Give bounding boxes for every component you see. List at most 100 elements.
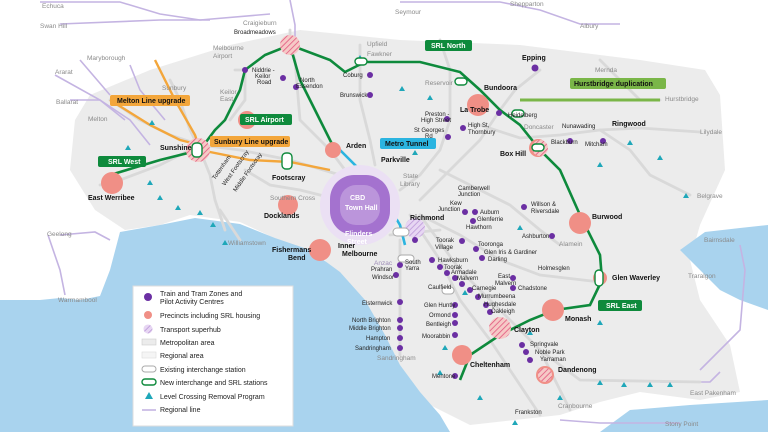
svg-text:Thornbury: Thornbury xyxy=(468,130,495,136)
svg-text:Seymour: Seymour xyxy=(395,9,422,16)
svg-text:Regional area: Regional area xyxy=(160,353,204,360)
svg-text:Preston -: Preston - xyxy=(425,112,449,118)
svg-text:Bundoora: Bundoora xyxy=(484,85,517,92)
svg-text:High Street: High Street xyxy=(421,118,451,124)
svg-text:Keilor: Keilor xyxy=(255,74,270,80)
svg-text:Yarraman: Yarraman xyxy=(540,357,566,363)
svg-text:Melton Line upgrade: Melton Line upgrade xyxy=(117,98,186,105)
svg-text:Darling: Darling xyxy=(488,257,507,263)
western-port xyxy=(600,400,768,432)
bay-east-coast xyxy=(680,225,768,310)
svg-text:Footscray: Footscray xyxy=(272,175,306,182)
svg-text:Metro Tunnel: Metro Tunnel xyxy=(385,141,428,148)
svg-text:Camberwell: Camberwell xyxy=(458,186,490,192)
svg-text:High St,: High St, xyxy=(468,123,490,129)
svg-text:Train and Tram Zones and: Train and Tram Zones and xyxy=(160,291,242,298)
svg-text:Maryborough: Maryborough xyxy=(87,55,126,62)
svg-text:Brunswick: Brunswick xyxy=(340,93,368,99)
svg-text:Blackburn: Blackburn xyxy=(551,140,578,146)
svg-text:Ringwood: Ringwood xyxy=(612,121,646,128)
svg-text:Mitcham: Mitcham xyxy=(585,142,608,148)
svg-text:Toorak: Toorak xyxy=(436,238,455,244)
svg-text:Craigieburn: Craigieburn xyxy=(243,20,277,27)
svg-text:Oakleigh: Oakleigh xyxy=(491,309,515,315)
legend-hatched-circle xyxy=(143,324,153,334)
svg-text:SRL Airport: SRL Airport xyxy=(245,117,285,124)
svg-text:Hampton: Hampton xyxy=(366,336,390,342)
svg-text:Riversdale: Riversdale xyxy=(531,209,560,215)
svg-text:Road: Road xyxy=(257,80,271,86)
svg-text:Carnegie: Carnegie xyxy=(472,286,497,292)
svg-text:Malvern: Malvern xyxy=(457,276,478,282)
svg-text:Nunawading: Nunawading xyxy=(562,124,595,130)
svg-text:Junction: Junction xyxy=(458,192,480,198)
state-label: State xyxy=(403,173,419,180)
svg-text:Anzac: Anzac xyxy=(374,260,393,267)
svg-text:Richmond: Richmond xyxy=(410,215,444,222)
legend-new-station xyxy=(141,378,157,386)
svg-text:Malvern: Malvern xyxy=(495,281,516,287)
svg-text:Ballarat: Ballarat xyxy=(56,99,78,106)
svg-text:New interchange and SRL statio: New interchange and SRL stations xyxy=(160,380,268,387)
svg-text:Alamein: Alamein xyxy=(559,241,583,248)
svg-text:East Werribee: East Werribee xyxy=(88,195,135,202)
svg-text:Upfield: Upfield xyxy=(367,41,388,48)
svg-text:East Pakenham: East Pakenham xyxy=(690,390,736,397)
svg-text:Holmesglen: Holmesglen xyxy=(538,266,570,272)
svg-text:Lilydale: Lilydale xyxy=(700,129,722,136)
svg-text:Echuca: Echuca xyxy=(42,3,64,10)
svg-text:Melton: Melton xyxy=(88,116,108,123)
svg-text:Bentleigh: Bentleigh xyxy=(426,322,451,328)
svg-text:Murrumbeena: Murrumbeena xyxy=(478,294,516,300)
svg-text:Transport superhub: Transport superhub xyxy=(160,327,221,334)
svg-text:Chadstone: Chadstone xyxy=(518,286,548,292)
svg-text:Glenferrie: Glenferrie xyxy=(477,217,504,223)
svg-text:Toorak: Toorak xyxy=(444,265,463,271)
svg-text:North Brighton: North Brighton xyxy=(352,318,391,324)
town-hall-label: Town Hall xyxy=(345,205,378,212)
svg-text:Sandringham: Sandringham xyxy=(377,355,416,362)
svg-text:Hurstbridge duplication: Hurstbridge duplication xyxy=(574,81,653,88)
svg-text:Bend: Bend xyxy=(288,255,306,262)
street-label: Street xyxy=(347,239,368,246)
svg-text:North: North xyxy=(300,78,315,84)
svg-text:Inner: Inner xyxy=(338,243,355,250)
svg-text:Fishermans: Fishermans xyxy=(272,247,311,254)
svg-text:Traralgon: Traralgon xyxy=(688,273,716,280)
svg-text:Albury: Albury xyxy=(580,23,599,30)
svg-text:Frankston: Frankston xyxy=(515,410,542,416)
regional-lines xyxy=(40,0,746,424)
svg-text:Broadmeadows: Broadmeadows xyxy=(234,30,276,36)
svg-text:Cheltenham: Cheltenham xyxy=(470,362,510,369)
svg-text:Springvale: Springvale xyxy=(530,342,559,348)
svg-text:SRL West: SRL West xyxy=(108,159,141,166)
svg-text:Fawkner: Fawkner xyxy=(367,51,393,58)
svg-text:Rd: Rd xyxy=(425,134,433,140)
svg-text:Williamstown: Williamstown xyxy=(228,240,266,247)
legend-metro-bar xyxy=(141,338,157,346)
svg-text:Tooronga: Tooronga xyxy=(478,242,504,248)
legend-existing-station xyxy=(141,365,157,373)
svg-text:Warrnambool: Warrnambool xyxy=(58,297,97,304)
svg-text:Arden: Arden xyxy=(346,143,366,150)
svg-text:Hawksburn: Hawksburn xyxy=(438,258,468,264)
svg-text:Shepparton: Shepparton xyxy=(510,1,544,8)
svg-text:Bairnsdale: Bairnsdale xyxy=(704,237,735,244)
svg-text:Windsor: Windsor xyxy=(372,275,394,281)
svg-text:Ormond: Ormond xyxy=(429,313,451,319)
svg-text:Precincts including SRL housin: Precincts including SRL housing xyxy=(160,313,260,320)
svg-text:Melbourne: Melbourne xyxy=(213,45,244,52)
svg-text:East: East xyxy=(220,96,233,103)
svg-text:Glen Waverley: Glen Waverley xyxy=(612,275,660,282)
svg-text:Pilot Activity Centres: Pilot Activity Centres xyxy=(160,299,224,306)
svg-text:Clayton: Clayton xyxy=(514,327,540,334)
svg-text:Keilor: Keilor xyxy=(220,89,237,96)
svg-text:Noble Park: Noble Park xyxy=(535,350,566,356)
legend-pink-dot xyxy=(144,311,152,319)
srl-north-box: SRL North xyxy=(425,40,472,51)
svg-text:Glen Iris & Gardiner: Glen Iris & Gardiner xyxy=(484,250,537,256)
svg-text:La Trobe: La Trobe xyxy=(460,107,489,114)
svg-text:Sandringham: Sandringham xyxy=(355,346,391,352)
svg-text:Sunbury Line upgrade: Sunbury Line upgrade xyxy=(214,139,288,146)
srl-west-box: SRL West xyxy=(98,156,146,167)
